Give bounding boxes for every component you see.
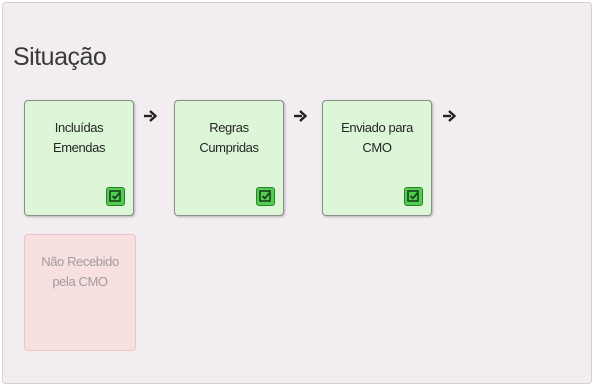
- step-label-line1: Enviado para: [341, 120, 413, 135]
- step-label-line2: CMO: [362, 140, 392, 155]
- step-enviado-para-cmo[interactable]: Enviado para CMO: [322, 100, 432, 216]
- checkbox-icon: [404, 187, 423, 206]
- arrow-right-icon: [294, 110, 307, 122]
- step-label: Incluídas Emendas: [29, 118, 129, 158]
- step-nao-recebido-pela-cmo: Não Recebido pela CMO: [24, 234, 136, 351]
- checkbox-icon: [256, 187, 275, 206]
- step-label-line1: Regras: [209, 120, 249, 135]
- arrow-right-icon: [443, 110, 456, 122]
- step-label-line1: Incluídas: [54, 120, 104, 135]
- step-incluidas-emendas[interactable]: Incluídas Emendas: [24, 100, 134, 216]
- step-regras-cumpridas[interactable]: Regras Cumpridas: [174, 100, 284, 216]
- step-label-line2: Emendas: [52, 140, 106, 155]
- step-label: Não Recebido pela CMO: [29, 252, 131, 292]
- step-label: Regras Cumpridas: [179, 118, 279, 158]
- checkbox-icon: [106, 187, 125, 206]
- panel-title: Situação: [13, 43, 107, 71]
- step-label-line1: Não Recebido: [41, 254, 119, 269]
- step-label: Enviado para CMO: [327, 118, 427, 158]
- step-label-line2: pela CMO: [52, 274, 108, 289]
- step-label-line2: Cumpridas: [199, 140, 259, 155]
- arrow-right-icon: [144, 110, 157, 122]
